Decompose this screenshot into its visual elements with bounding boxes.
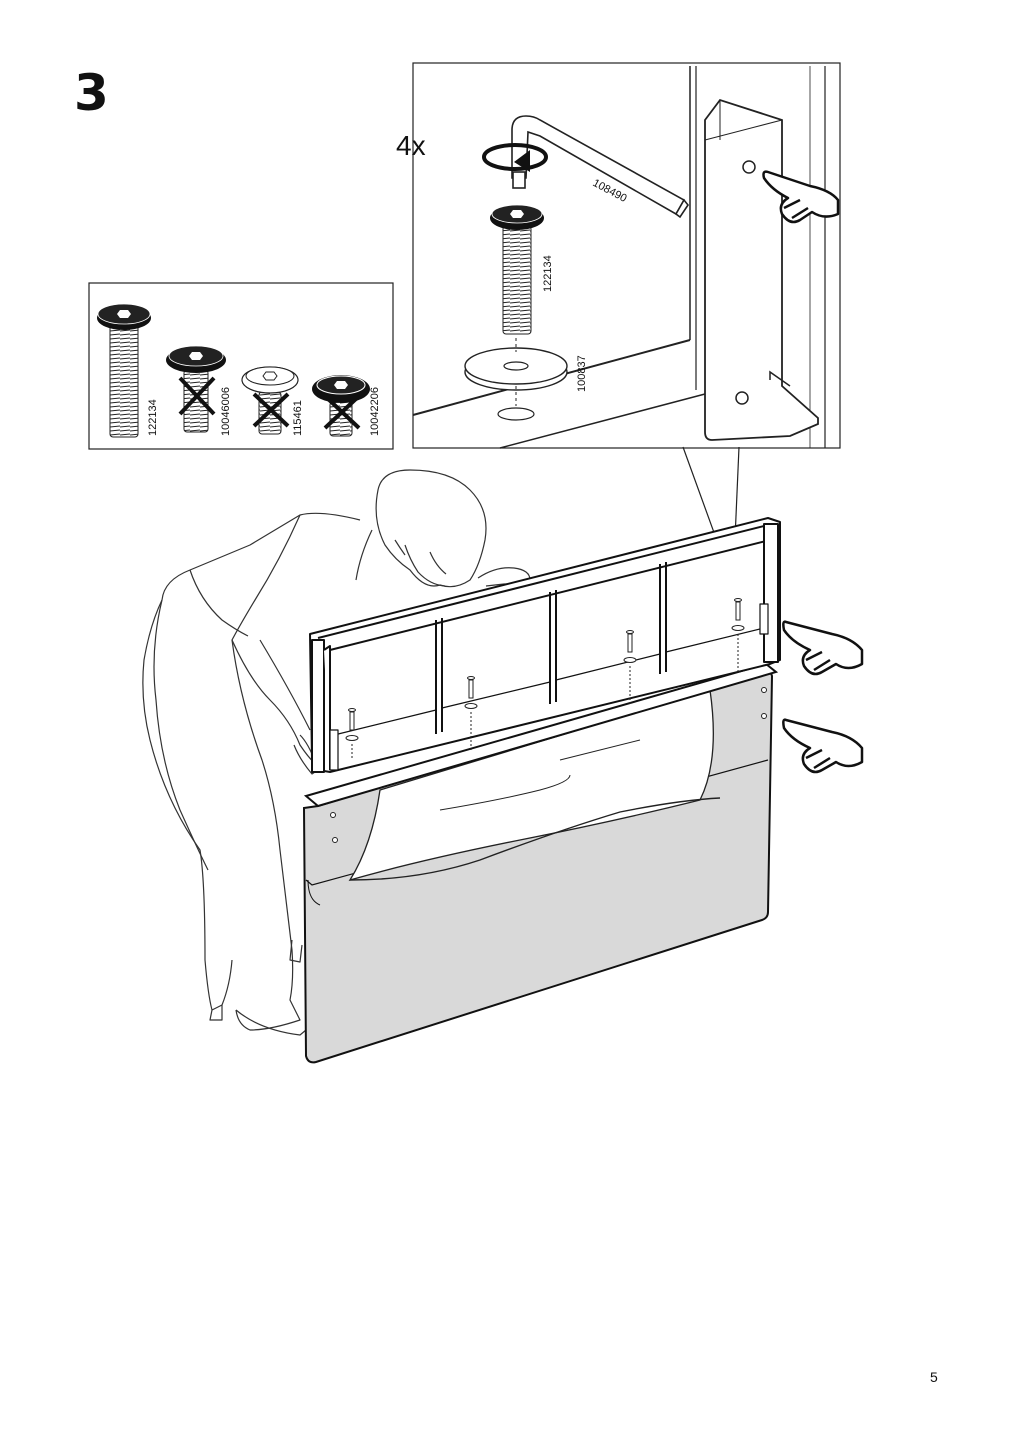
incorrect-screw-3-part-number: 10042206: [369, 387, 381, 436]
step-number: 3: [74, 64, 109, 122]
metal-bracket: [704, 98, 819, 441]
incorrect-screw-1-icon: [166, 345, 226, 433]
rotate-arrow-icon: [482, 143, 548, 172]
headboard-top-rail: [303, 662, 779, 808]
fabric-cover-fold: [348, 689, 714, 882]
correct-screw-part-number: 122134: [147, 399, 159, 436]
pointing-hand-bottom-icon: [782, 718, 864, 774]
wooden-frame: [309, 517, 781, 773]
bracket-hole-icon: [735, 391, 749, 405]
incorrect-screw-3-icon: [312, 375, 370, 437]
incorrect-screw-2-icon: [241, 366, 299, 435]
bolt-marker-4-icon: [731, 598, 745, 672]
bolt-marker-1-icon: [345, 708, 359, 760]
washer-icon: [464, 338, 568, 421]
pointing-hand-icon: [762, 170, 840, 224]
bolt-icon: [490, 204, 544, 335]
allen-key-icon: [511, 115, 689, 219]
washer-part-number: 100837: [576, 355, 588, 392]
quantity-label: 4x: [396, 130, 426, 161]
headboard-panel: [302, 668, 774, 1064]
incorrect-screw-2-part-number: 115461: [292, 400, 304, 436]
headboard-scene: [142, 469, 864, 1064]
bolt-marker-3-icon: [623, 630, 637, 706]
correct-screw-icon: [97, 303, 151, 438]
bracket-hole-icon: [742, 160, 756, 174]
bolt-part-number: 122134: [542, 255, 554, 292]
incorrect-screw-1-part-number: 10046006: [220, 387, 232, 436]
screw-guide-panel: 122134 10046006 115461: [88, 282, 394, 450]
pointing-hand-top-icon: [782, 620, 864, 676]
page-number: 5: [930, 1369, 938, 1385]
detail-panel: 108490 122134 100837 4x: [396, 62, 841, 449]
bolt-marker-2-icon: [464, 676, 478, 752]
